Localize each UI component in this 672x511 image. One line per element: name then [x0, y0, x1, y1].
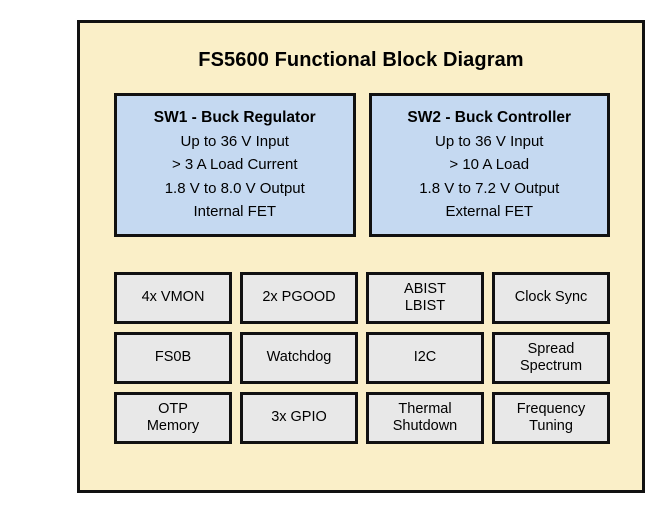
sw-block-spec-line: External FET	[445, 202, 534, 220]
feature-block-label: FS0B	[154, 349, 192, 366]
feature-block-label: Spread	[527, 340, 575, 357]
sw-block-sw2: SW2 - Buck Controller Up to 36 V Input > 1…	[368, 93, 610, 238]
feature-block-gpio: 3x GPIO	[240, 392, 358, 444]
feature-block-label: I2C	[413, 349, 437, 366]
feature-block-label: Memory	[146, 418, 200, 434]
sw-block-spec-line: > 10 A Load	[449, 156, 530, 174]
feature-block-label: 3x GPIO	[271, 409, 327, 426]
feature-block-i2c: I2C	[366, 332, 484, 384]
feature-block-label: Shutdown	[392, 418, 458, 434]
sw-block-spec-line: Up to 36 V Input	[435, 133, 544, 151]
feature-block-label: Tuning	[529, 418, 573, 434]
feature-block-label: Thermal	[398, 400, 452, 417]
sw-block-title: SW1 - Buck Regulator	[153, 109, 316, 126]
feature-block-label: 4x VMON	[141, 289, 205, 306]
feature-block-label: Spectrum	[519, 358, 583, 374]
feature-block-vmon: 4x VMON	[114, 272, 232, 324]
feature-block-label: Watchdog	[266, 349, 332, 366]
page-title: FS5600 Functional Block Diagram	[198, 49, 524, 71]
feature-block-label: Frequency	[516, 400, 586, 417]
feature-block-clock-sync: Clock Sync	[492, 272, 610, 324]
sw-block-spec-line: Internal FET	[193, 202, 277, 220]
feature-block-label: OTP	[158, 400, 188, 417]
sw-block-title: SW2 - Buck Controller	[407, 109, 572, 126]
sw-block-spec-line: Up to 36 V Input	[180, 133, 289, 151]
feature-block-label: 2x PGOOD	[262, 289, 336, 306]
feature-block-label: ABIST	[404, 280, 446, 297]
sw-block-spec-line: 1.8 V to 8.0 V Output	[164, 179, 305, 197]
feature-block-label: Clock Sync	[514, 289, 588, 306]
feature-block-watchdog: Watchdog	[240, 332, 358, 384]
feature-block-fs0b: FS0B	[114, 332, 232, 384]
sw-block-spec-line: > 3 A Load Current	[171, 156, 298, 174]
block-diagram-frame: FS5600 Functional Block Diagram SW1 - Bu…	[77, 20, 645, 493]
feature-block-label: LBIST	[404, 298, 446, 314]
feature-block-pgood: 2x PGOOD	[240, 272, 358, 324]
sw-block-sw1: SW1 - Buck Regulator Up to 36 V Input > 3 …	[114, 93, 356, 238]
switching-regulator-row: SW1 - Buck Regulator Up to 36 V Input > 3 …	[114, 93, 610, 238]
sw-block-spec-line: 1.8 V to 7.2 V Output	[419, 179, 560, 197]
